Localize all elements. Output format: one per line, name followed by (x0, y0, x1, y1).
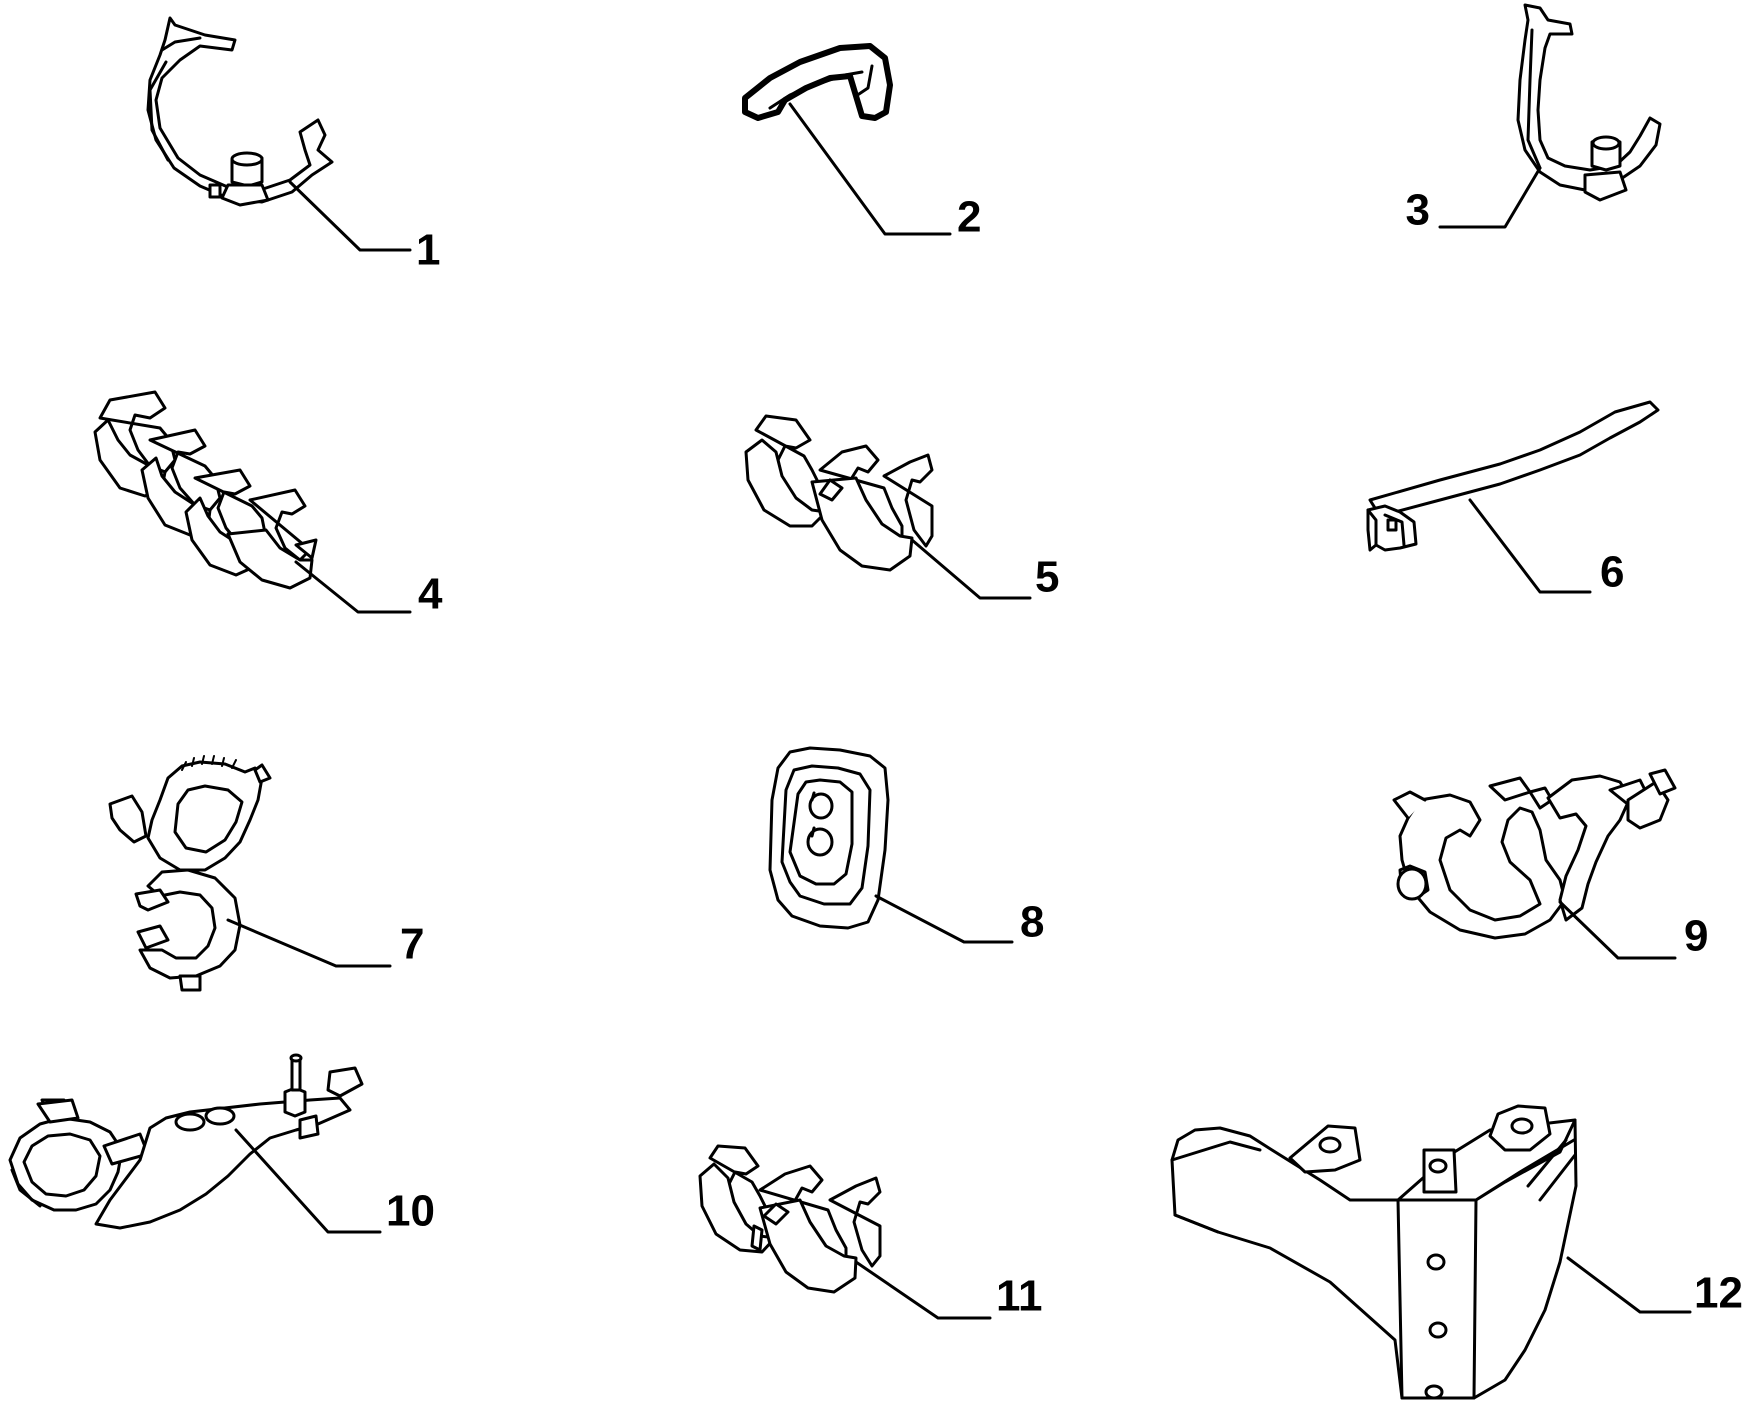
label-5: 5 (1035, 553, 1059, 602)
callout-7: 7 (226, 918, 424, 969)
part-5-double-clip (744, 414, 934, 572)
part-4-triple-clip (93, 390, 318, 590)
label-4: 4 (418, 570, 443, 619)
part-10-clamp-arm (8, 1053, 364, 1230)
label-8: 8 (1020, 898, 1044, 947)
label-2: 2 (957, 193, 981, 242)
label-9: 9 (1684, 912, 1708, 961)
callout-2: 2 (788, 102, 981, 242)
label-12: 12 (1694, 1269, 1743, 1318)
label-3: 3 (1406, 186, 1430, 235)
callout-9: 9 (1558, 900, 1708, 961)
label-11: 11 (996, 1272, 1043, 1321)
part-2-rubber-hook (742, 43, 893, 121)
callout-11: 11 (854, 1260, 1043, 1321)
part-3-clamp-bracket (1516, 3, 1662, 202)
part-6-cable-tie (1366, 400, 1660, 552)
callout-3: 3 (1406, 166, 1542, 235)
label-10: 10 (386, 1187, 435, 1236)
callout-10: 10 (234, 1128, 435, 1236)
callout-4: 4 (294, 560, 443, 619)
part-1-clamp-bracket (146, 16, 334, 207)
callout-8: 8 (874, 894, 1044, 947)
callout-5: 5 (910, 538, 1059, 602)
part-8-oval-grommet (768, 746, 890, 930)
label-7: 7 (400, 920, 424, 969)
callout-1: 1 (288, 180, 440, 275)
part-11-double-clip (698, 1144, 882, 1294)
label-1: 1 (416, 226, 440, 275)
part-7-loop-clip (108, 755, 272, 992)
label-6: 6 (1600, 548, 1624, 597)
callout-6: 6 (1468, 498, 1624, 597)
part-9-double-clip-pin (1392, 768, 1677, 940)
callout-12: 12 (1566, 1256, 1743, 1318)
part-12-corner-bracket (1170, 1104, 1578, 1400)
